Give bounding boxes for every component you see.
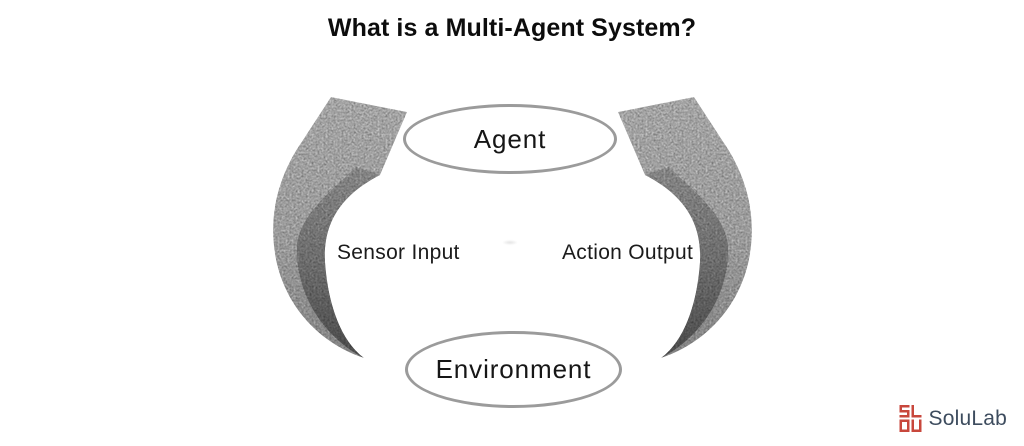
solulab-logo-mark-icon <box>898 405 922 432</box>
arrow-left-body <box>273 97 407 358</box>
diagram-title: What is a Multi-Agent System? <box>327 14 697 42</box>
node-agent: Agent <box>403 104 617 174</box>
node-environment: Environment <box>405 331 622 408</box>
solulab-logo-text: SoluLab <box>928 406 1007 430</box>
node-environment-label: Environment <box>435 354 592 384</box>
arrow-environment-to-agent-left <box>273 97 407 358</box>
node-agent-label: Agent <box>473 123 547 154</box>
arrow-left-inner-shadow <box>296 167 380 358</box>
solulab-logo: SoluLab <box>898 405 1007 432</box>
smudge-artifact <box>502 240 518 245</box>
label-sensor-input: Sensor Input <box>337 241 460 264</box>
label-action-output: Action Output <box>562 241 694 264</box>
arrow-environment-to-agent-right <box>618 97 752 358</box>
